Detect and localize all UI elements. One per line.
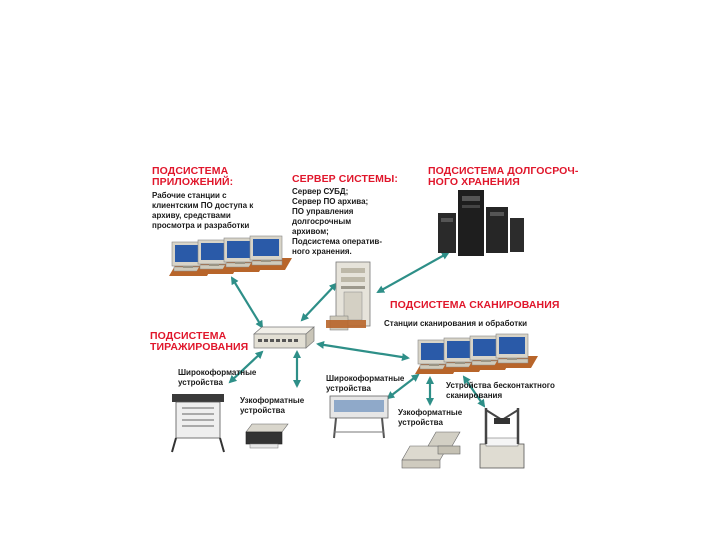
storage-rack-icon — [438, 190, 524, 256]
plotter-icon — [171, 394, 225, 453]
server-title: СЕРВЕР СИСТЕМЫ: — [292, 173, 398, 185]
scanning-stations-label: Станции сканирования и обработки — [384, 319, 528, 328]
apps-title: ПОДСИСТЕМА ПРИЛОЖЕНИЙ: — [152, 165, 234, 188]
workstation-icon — [246, 235, 293, 271]
apps-description: Рабочие станции с клиентским ПО доступа … — [152, 191, 254, 230]
inkjet-printer-icon — [245, 423, 289, 449]
longterm-title: ПОДСИСТЕМА ДОЛГОСРОЧ- НОГО ХРАНЕНИЯ — [428, 165, 579, 188]
connection-arrows — [228, 252, 486, 408]
workstation-icon — [492, 333, 539, 369]
scanning-narrow-label: Узкоформатные устройства — [398, 408, 463, 427]
server-description: Сервер СУБД; Сервер ПО архива; ПО управл… — [292, 187, 382, 256]
arrow-server-longterm — [376, 252, 450, 293]
replication-wide-label: Широкоформатные устройства — [178, 368, 257, 387]
arrow-switch-scanning — [316, 340, 410, 362]
document-scanner-icon — [401, 431, 461, 469]
arrow-switch-replication-wide — [228, 350, 264, 384]
book-scanner-icon — [479, 408, 525, 469]
arrow-switch-apps — [230, 276, 264, 329]
scanning-title: ПОДСИСТЕМА СКАНИРОВАНИЯ — [390, 299, 560, 311]
scanning-wide-label: Широкоформатные устройства — [326, 374, 405, 393]
arrow-scan-contactless — [462, 375, 486, 408]
arrow-switch-server — [300, 282, 338, 322]
arrow-scan-wide — [386, 373, 420, 400]
network-switch-icon — [253, 326, 315, 349]
scanning-contactless-label: Устройства бесконтактного сканирования — [446, 381, 555, 400]
apps-workstations — [168, 235, 293, 277]
wide-scanner-icon — [329, 395, 389, 439]
server-tower-icon — [326, 261, 371, 331]
replication-narrow-label: Узкоформатные устройства — [240, 396, 305, 415]
replication-title: ПОДСИСТЕМА ТИРАЖИРОВАНИЯ — [150, 330, 249, 353]
scanning-workstations — [414, 333, 539, 375]
